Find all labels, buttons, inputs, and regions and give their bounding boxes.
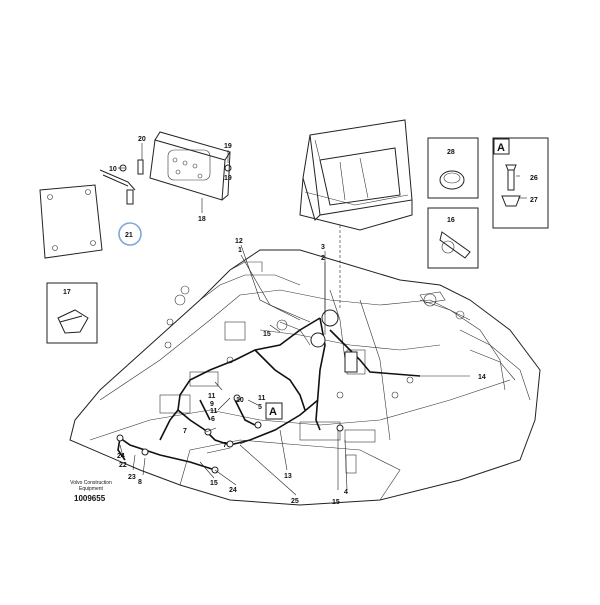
credit-line-2: Equipment — [79, 486, 103, 492]
callout-11-right: 11 — [258, 395, 266, 402]
callout-28: 28 — [447, 149, 455, 156]
callout-4: 4 — [344, 489, 348, 496]
publisher-credit: Volvo Construction Equipment — [66, 480, 116, 492]
callout-12: 12 — [235, 238, 243, 245]
callout-22: 22 — [119, 462, 127, 469]
callout-10-module: 10 — [109, 166, 117, 173]
callout-3: 3 — [321, 244, 325, 251]
callout-19b: 19 — [224, 175, 232, 182]
callout-9: 9 — [210, 401, 214, 408]
callout-10: 10 — [236, 397, 244, 404]
callout-14: 14 — [478, 374, 486, 381]
detail-marker-A-box: A — [497, 142, 505, 154]
detail-box-17 — [46, 282, 98, 344]
wiring-harness — [116, 309, 421, 474]
callout-16: 16 — [447, 217, 455, 224]
callout-19: 19 — [224, 143, 232, 150]
operator-cab — [299, 119, 413, 231]
callout-7-left: 7 — [183, 428, 187, 435]
detail-box-28 — [427, 137, 479, 199]
callout-24-right: 24 — [229, 487, 237, 494]
leader-lines — [118, 143, 527, 496]
callout-26: 26 — [530, 175, 538, 182]
detail-marker-A-main: A — [269, 406, 277, 418]
document-number: 1009655 — [74, 494, 106, 503]
callout-6: 6 — [211, 416, 215, 423]
credit-line-1: Volvo Construction — [70, 480, 112, 486]
callout-17: 17 — [63, 289, 71, 296]
detail-box-16 — [427, 207, 479, 269]
callout-24-left: 24 — [117, 453, 125, 460]
callout-labels: 20 10 19 19 18 21 17 28 16 A 26 27 12 1 … — [63, 136, 538, 506]
callout-11-left: 11 — [208, 393, 216, 400]
callout-18: 18 — [198, 216, 206, 223]
detail-marker-box — [265, 402, 283, 420]
callout-20: 20 — [138, 136, 146, 143]
callout-8: 8 — [138, 479, 142, 486]
callout-7-right: 7 — [223, 442, 227, 449]
callout-13: 13 — [284, 473, 292, 480]
callout-5: 5 — [258, 404, 262, 411]
callout-15-lower: 15 — [210, 480, 218, 487]
callout-1: 1 — [238, 247, 242, 254]
callout-27: 27 — [530, 197, 538, 204]
callout-25: 25 — [291, 498, 299, 505]
machine-frame — [69, 249, 541, 506]
detail-box-A — [492, 137, 549, 229]
highlight-ring — [118, 222, 142, 246]
callout-15-top: 15 — [263, 331, 271, 338]
callout-15-bottom: 15 — [332, 499, 340, 506]
callout-21: 21 — [125, 232, 133, 239]
callout-23: 23 — [128, 474, 136, 481]
callout-2: 2 — [321, 255, 325, 262]
callout-11-mid: 11 — [210, 408, 218, 415]
control-module-detail — [39, 131, 232, 259]
